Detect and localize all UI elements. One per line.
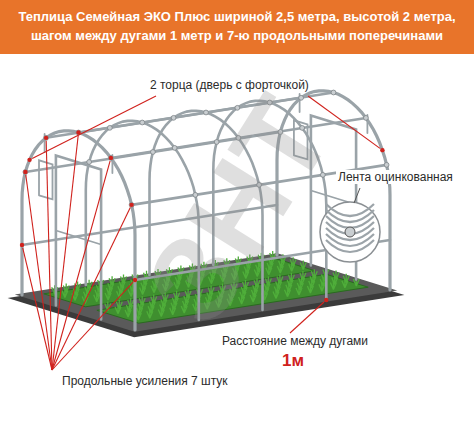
vent-frame <box>39 160 53 199</box>
plant <box>290 257 296 266</box>
joint <box>44 135 49 140</box>
part-label: 2 торца (дверь с форточкой) <box>150 78 309 92</box>
galvanized-tape <box>326 240 374 252</box>
plant <box>300 260 306 269</box>
leader-dot <box>20 243 24 247</box>
bolt <box>345 227 355 237</box>
joint <box>129 202 134 207</box>
door-bar <box>56 231 101 245</box>
joint <box>299 95 304 100</box>
dimension-value: 1м <box>282 351 304 370</box>
leader-dot <box>44 136 48 140</box>
joint <box>107 125 112 130</box>
leader-dot <box>324 298 328 302</box>
leader-line <box>52 136 78 371</box>
joint <box>87 160 92 165</box>
door-frame <box>56 156 101 320</box>
joint <box>204 110 209 115</box>
leader-dot <box>109 156 113 160</box>
leader-line <box>290 302 324 333</box>
leader-dot <box>76 130 80 134</box>
plant <box>277 275 283 284</box>
galvanized-tape <box>326 204 374 216</box>
joint <box>23 170 28 175</box>
inset-circle <box>320 202 380 262</box>
joint <box>140 120 145 125</box>
plant <box>265 276 271 285</box>
galvanized-tape <box>326 228 374 240</box>
leader-dot <box>23 170 27 174</box>
leader-dot <box>27 158 31 162</box>
leader-line <box>52 282 133 370</box>
leader-line <box>23 248 52 370</box>
plant <box>333 271 339 280</box>
plant <box>116 300 122 309</box>
title-text: Теплица Семейная ЭКО Плюс шириной 2,5 ме… <box>10 7 464 45</box>
leader-line <box>32 96 156 159</box>
plant <box>343 274 349 283</box>
dimension-label: Расстояние между дугами <box>222 334 368 348</box>
leader-line <box>46 141 52 370</box>
joint <box>171 115 176 120</box>
header-band <box>0 0 474 54</box>
joint <box>384 162 389 167</box>
joint <box>172 146 177 151</box>
plant <box>128 298 134 307</box>
arch <box>22 131 135 330</box>
joint <box>151 150 156 155</box>
part-label: Лента оцинкованная <box>336 170 455 184</box>
plant <box>63 283 69 292</box>
plant <box>109 276 115 285</box>
leader-dot <box>380 148 384 152</box>
joint <box>331 90 336 95</box>
galvanized-tape <box>326 216 374 228</box>
part-label: Продольные усиления 7 штук <box>62 374 228 388</box>
plant <box>300 271 306 280</box>
leader-dot <box>129 203 133 207</box>
plant <box>288 273 294 282</box>
joint <box>109 156 114 161</box>
joint <box>364 116 369 121</box>
plant <box>311 269 317 278</box>
galvanized-tape <box>326 210 374 222</box>
plant <box>139 296 145 305</box>
leader-line <box>354 188 360 203</box>
leader-line <box>52 208 130 370</box>
